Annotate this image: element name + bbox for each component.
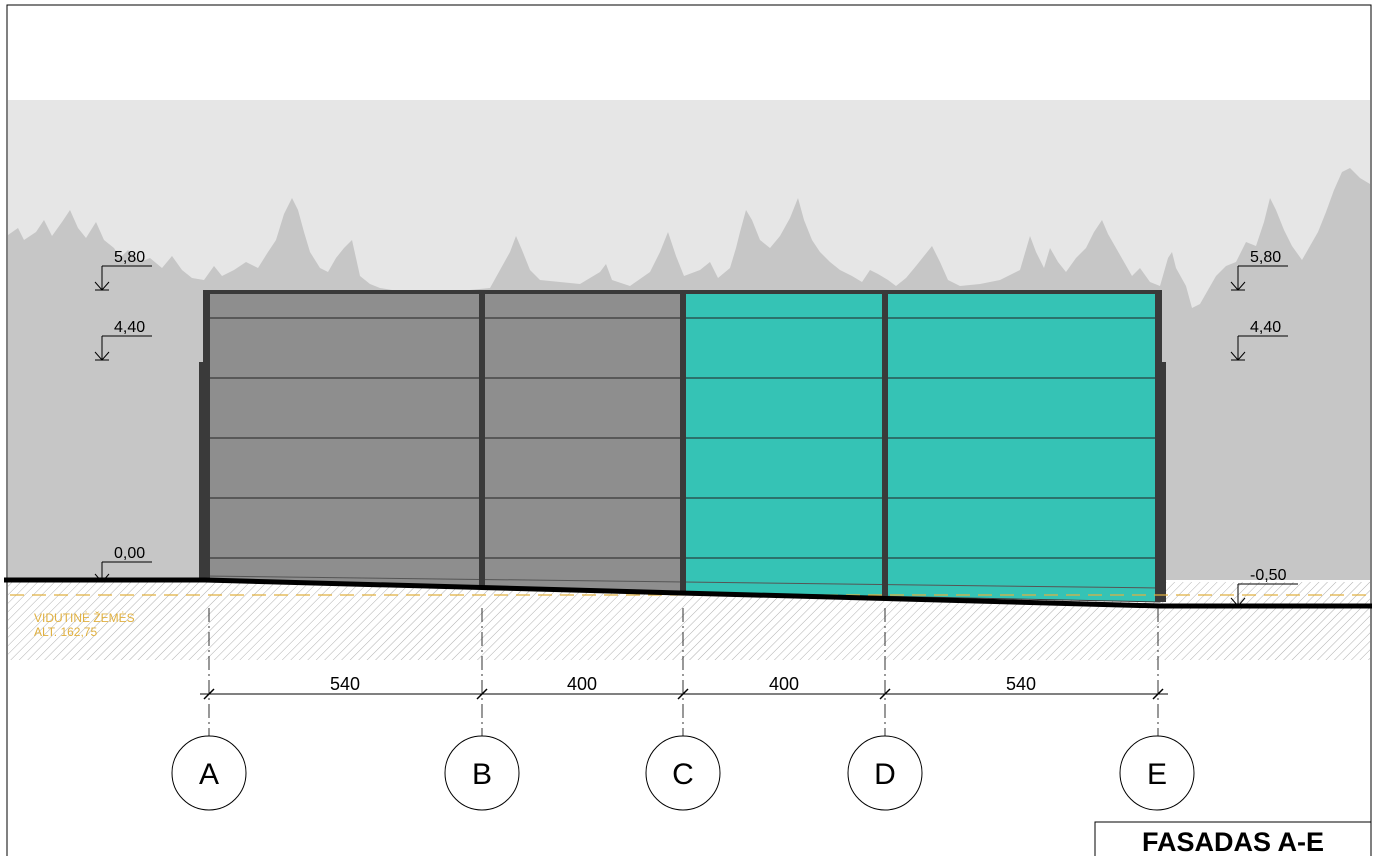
axis-bubbles: A B C D E bbox=[171, 735, 1195, 811]
column-c bbox=[680, 290, 686, 592]
column-b bbox=[479, 290, 485, 588]
level-marker: 4,40 bbox=[1230, 319, 1288, 361]
axis-bubble-a: A bbox=[171, 735, 247, 811]
level-marker: 4,40 bbox=[94, 319, 152, 361]
axis-bubble-b: B bbox=[444, 735, 520, 811]
drawing-title: FASADAS A-E bbox=[1142, 827, 1324, 856]
dimension-line: 540 400 400 540 bbox=[200, 674, 1168, 700]
axis-label: E bbox=[1147, 758, 1167, 791]
level-label: 4,40 bbox=[114, 319, 145, 336]
level-marker: 5,80 bbox=[94, 249, 152, 291]
ground-note-line1: VIDUTINĖ ŽEMĖS bbox=[34, 610, 135, 625]
ground-note-line2: ALT. 162,75 bbox=[34, 625, 97, 639]
axis-bubble-e: E bbox=[1119, 735, 1195, 811]
level-label: 0,00 bbox=[114, 545, 145, 562]
panel-teal bbox=[682, 291, 1161, 603]
axis-bubble-d: D bbox=[847, 735, 923, 811]
level-markers-right: 5,80 4,40 -0,50 bbox=[1230, 249, 1298, 607]
dimension-label: 400 bbox=[769, 674, 799, 694]
axis-label: C bbox=[672, 758, 694, 791]
level-marker: -0,50 bbox=[1230, 567, 1298, 607]
title-block: FASADAS A-E bbox=[1094, 821, 1372, 856]
level-label: -0,50 bbox=[1250, 567, 1287, 584]
panel-grey bbox=[204, 291, 684, 593]
column-e bbox=[1155, 290, 1162, 602]
dimension-label: 540 bbox=[330, 674, 360, 694]
dimension-label: 400 bbox=[567, 674, 597, 694]
column-a bbox=[203, 290, 210, 582]
axis-bubble-c: C bbox=[645, 735, 721, 811]
grid-axis-lines bbox=[208, 608, 1159, 736]
level-label: 4,40 bbox=[1250, 319, 1281, 336]
dimension-label: 540 bbox=[1006, 674, 1036, 694]
level-label: 5,80 bbox=[1250, 249, 1281, 266]
facade-panels bbox=[199, 290, 1166, 603]
level-label: 5,80 bbox=[114, 249, 145, 266]
side-column-left bbox=[199, 362, 205, 580]
column-d bbox=[882, 290, 888, 596]
side-column-right bbox=[1160, 362, 1166, 602]
axis-label: A bbox=[199, 758, 219, 791]
level-marker: 5,80 bbox=[1230, 249, 1288, 291]
axis-label: D bbox=[874, 758, 896, 791]
ground-profile bbox=[4, 577, 1372, 609]
axis-label: B bbox=[472, 758, 492, 791]
level-marker: 0,00 bbox=[94, 545, 152, 583]
level-markers-left: 5,80 4,40 0,00 bbox=[94, 249, 152, 583]
